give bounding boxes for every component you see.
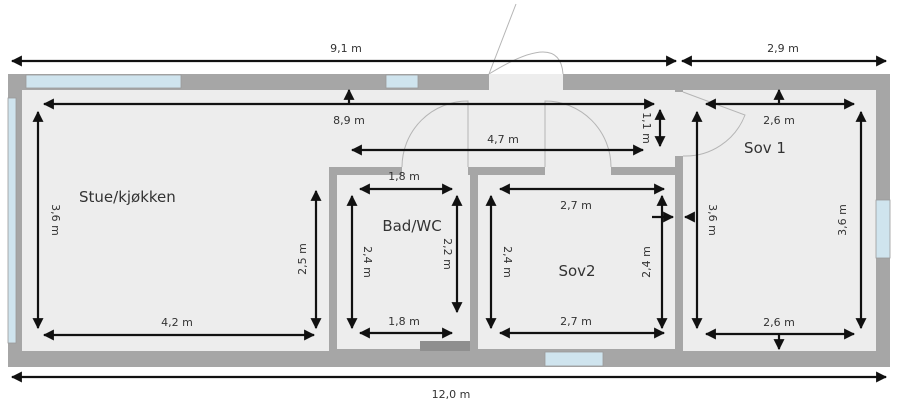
wall-divider-sov1: [675, 74, 683, 367]
dim-stue-bottom: 4,2 m: [161, 316, 193, 329]
room-label-sov2: Sov2: [558, 262, 595, 280]
entrance-door-opening: [489, 74, 563, 90]
dim-sov1-height-right: 3,6 m: [836, 204, 849, 236]
room-label-bad: Bad/WC: [382, 217, 441, 235]
dim-sov2-height-right: 2,4 m: [640, 246, 653, 278]
dim-hall-depth: 1,1 m: [640, 112, 653, 144]
floor-sov2: [478, 175, 675, 349]
wall-bad-sov2: [470, 167, 478, 357]
dim-total-bottom: 12,0 m: [432, 388, 471, 401]
dim-stue-top: 8,9 m: [333, 114, 365, 127]
window-top-1: [25, 74, 182, 89]
door-bad-opening: [402, 167, 468, 175]
window-left: [7, 97, 17, 344]
dim-sov1-bottom: 2,6 m: [763, 316, 795, 329]
dim-sov2-bottom: 2,7 m: [560, 315, 592, 328]
dim-stue-height-right: 2,5 m: [296, 243, 309, 275]
window-bottom: [544, 351, 604, 367]
window-top-2: [385, 74, 419, 89]
dim-hall-width: 4,7 m: [487, 133, 519, 146]
floor-sov1: [683, 90, 876, 351]
wall-bad-left: [329, 167, 337, 357]
wall-bottom-inner: [329, 349, 675, 359]
dim-bad-bottom: 1,8 m: [388, 315, 420, 328]
dim-sov1-top: 2,6 m: [763, 114, 795, 127]
dim-bad-height-right: 2,2 m: [441, 238, 454, 270]
wall-hall: [329, 167, 675, 175]
door-sov1-opening: [675, 92, 683, 156]
dim-bad-top: 1,8 m: [388, 170, 420, 183]
floor-bad: [337, 175, 470, 349]
dim-sov2-height-left: 2,4 m: [501, 246, 514, 278]
room-label-sov1: Sov 1: [744, 139, 786, 157]
dim-sov1-height-left: 3,6 m: [706, 204, 719, 236]
dim-stue-height-left: 3,6 m: [49, 204, 62, 236]
dim-bad-height-left: 2,4 m: [361, 246, 374, 278]
door-sov2-opening: [545, 167, 611, 175]
bad-vent: [420, 341, 470, 351]
window-right: [875, 199, 891, 259]
dim-total-top-right: 2,9 m: [767, 42, 799, 55]
room-label-stue: Stue/kjøkken: [79, 188, 176, 206]
entrance-door-swing: [488, 3, 564, 75]
dim-sov2-top: 2,7 m: [560, 199, 592, 212]
dim-total-top-left: 9,1 m: [330, 42, 362, 55]
